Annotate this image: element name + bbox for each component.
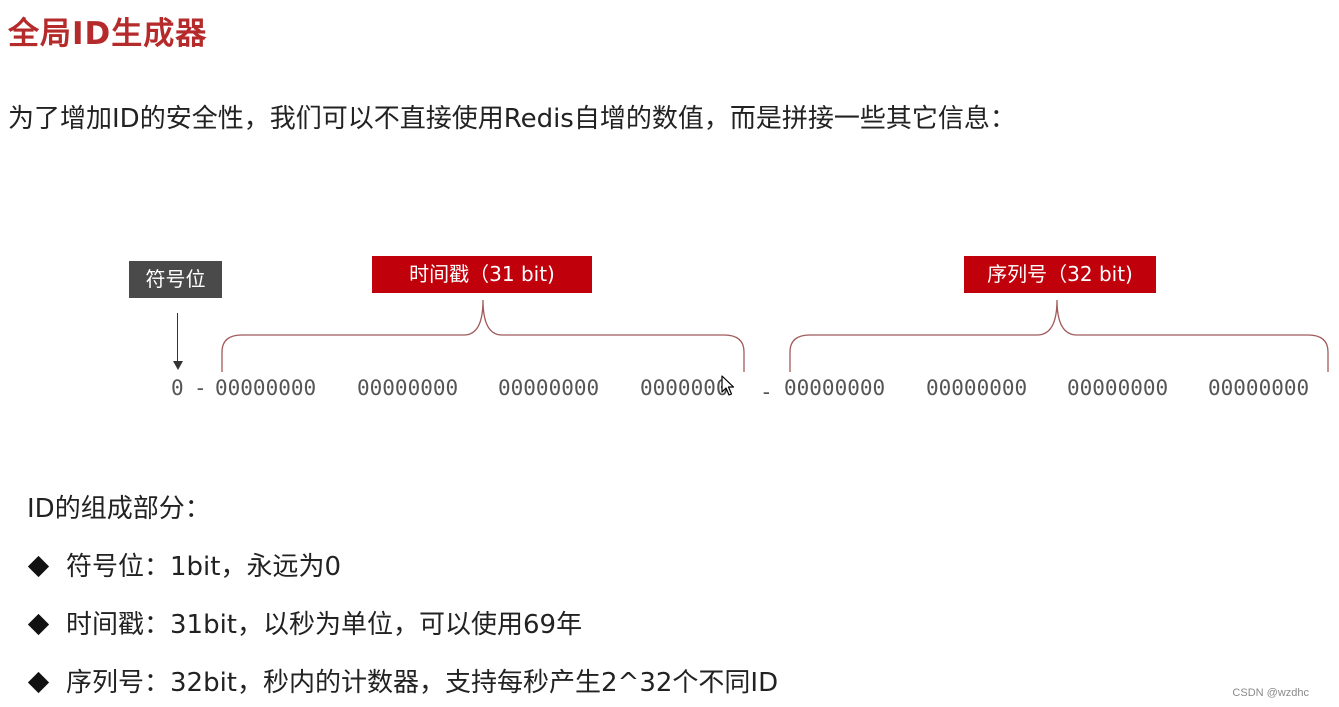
page-title: 全局ID生成器 — [8, 16, 208, 52]
mouse-cursor-icon — [721, 375, 735, 396]
composition-item-text: 序列号：32bit，秒内的计数器，支持每秒产生2^32个不同ID — [66, 668, 779, 698]
composition-item-text: 时间戳：31bit，以秒为单位，可以使用69年 — [66, 610, 583, 640]
sign-arrow-line — [177, 313, 178, 363]
timestamp-label: 时间戳（31 bit) — [372, 256, 592, 293]
timestamp-brace — [221, 299, 745, 372]
timestamp-bits-group-2: 00000000 — [357, 376, 459, 400]
sequence-bits-group-3: 00000000 — [1067, 376, 1169, 400]
separator-2: - — [760, 380, 773, 404]
timestamp-bits-group-1: 00000000 — [215, 376, 317, 400]
sign-bit-label: 符号位 — [129, 261, 222, 298]
composition-item: 符号位：1bit，永远为0 — [27, 549, 341, 585]
intro-text: 为了增加ID的安全性，我们可以不直接使用Redis自增的数值，而是拼接一些其它信… — [8, 104, 1016, 134]
sequence-bits-group-1: 00000000 — [784, 376, 886, 400]
sequence-bits-group-4: 00000000 — [1208, 376, 1310, 400]
sequence-bits-group-2: 00000000 — [926, 376, 1028, 400]
composition-item-text: 符号位：1bit，永远为0 — [66, 552, 342, 582]
composition-item: 序列号：32bit，秒内的计数器，支持每秒产生2^32个不同ID — [27, 665, 778, 701]
separator-1: - — [194, 376, 207, 400]
sign-bit-value: 0 — [171, 376, 184, 400]
timestamp-bits-group-4: 0000000 — [640, 376, 729, 400]
diamond-bullet-icon — [27, 671, 50, 693]
watermark: CSDN @wzdhc — [1232, 687, 1309, 699]
sequence-brace — [789, 299, 1329, 372]
diamond-bullet-icon — [27, 555, 50, 577]
timestamp-bits-group-3: 00000000 — [498, 376, 600, 400]
sequence-label: 序列号（32 bit) — [964, 256, 1156, 293]
composition-heading: ID的组成部分： — [27, 494, 211, 524]
composition-item: 时间戳：31bit，以秒为单位，可以使用69年 — [27, 607, 582, 643]
diamond-bullet-icon — [27, 613, 50, 635]
sign-arrow-head — [173, 361, 183, 370]
